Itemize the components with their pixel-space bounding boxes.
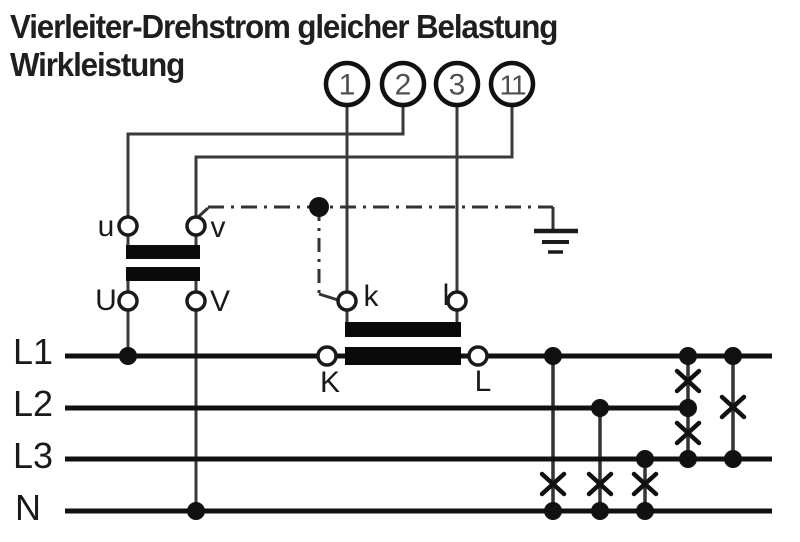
x-link-icon [719, 394, 747, 420]
terminal-L-circle [467, 345, 489, 367]
terminal-v-circle [185, 215, 207, 237]
meter-terminal-1-circle [323, 60, 371, 108]
earth-chain-line [195, 205, 555, 302]
meter-terminal-3-label: 3 [449, 69, 466, 102]
meter-terminal-2-circle [379, 60, 427, 108]
terminal-V-circle [185, 290, 207, 312]
junction-dot [544, 347, 562, 365]
diagram-title-line1: Vierleiter-Drehstrom gleicher Belastung [10, 8, 558, 45]
junction-dot-earth [309, 197, 329, 217]
vt-winding-secondary [126, 245, 200, 259]
label-vt-U: U [95, 284, 117, 317]
junction-dot [591, 502, 609, 520]
wire-terminal2-to-u [126, 105, 405, 218]
label-ct-k: k [363, 280, 379, 313]
terminal-l-circle [446, 290, 468, 312]
meter-terminal-1-label: 1 [339, 69, 356, 102]
terminal-circles [117, 215, 489, 367]
ct-winding-primary [345, 347, 461, 365]
terminal-K-circle [316, 345, 338, 367]
x-link-icon [674, 420, 702, 446]
label-ct-l: l [442, 279, 450, 312]
meter-terminal-11-label: 11 [499, 70, 525, 101]
label-bus-L1: L1 [12, 331, 54, 372]
terminal-k-circle [336, 290, 358, 312]
x-link-icon [674, 368, 702, 394]
meter-terminal-2-label: 2 [395, 69, 412, 102]
x-link-icon [539, 471, 567, 497]
terminal-u-circle [117, 215, 139, 237]
x-link-icon [586, 471, 614, 497]
ct-winding-secondary [345, 322, 461, 337]
meter-terminal-11-circle [488, 60, 536, 108]
terminal-U-circle [117, 290, 139, 312]
diagram-title-line2: Wirkleistung [10, 46, 185, 83]
junction-dot [679, 450, 697, 468]
junction-dot [187, 502, 205, 520]
label-bus-L3: L3 [12, 435, 54, 476]
label-vt-u: u [97, 210, 115, 243]
label-ct-K: K [319, 366, 341, 399]
label-bus-L2: L2 [12, 383, 54, 424]
junction-dot [544, 502, 562, 520]
wire-terminal11-to-v [194, 105, 514, 218]
transformer-windings [126, 245, 461, 365]
junction-dots [119, 197, 742, 520]
junction-dot [636, 450, 654, 468]
junction-dot [724, 347, 742, 365]
junction-dot [724, 450, 742, 468]
junction-dot [679, 347, 697, 365]
meter-terminal-circles: 1 2 3 11 [323, 60, 536, 108]
vt-winding-stubs [126, 234, 198, 293]
x-link-icon [631, 471, 659, 497]
meter-terminal-3-circle [433, 60, 481, 108]
label-vt-V: V [209, 285, 231, 318]
earth-stub-k [318, 292, 339, 302]
junction-dot [679, 399, 697, 417]
ground-symbol [534, 228, 578, 254]
label-bus-N: N [15, 487, 41, 528]
label-ct-L: L [474, 365, 492, 398]
junction-dot [636, 502, 654, 520]
label-vt-v: v [210, 211, 226, 244]
bus-lines [65, 353, 772, 514]
vt-winding-primary [126, 267, 200, 281]
junction-dot [119, 347, 137, 365]
junction-dot [591, 399, 609, 417]
disconnect-links [539, 368, 747, 497]
